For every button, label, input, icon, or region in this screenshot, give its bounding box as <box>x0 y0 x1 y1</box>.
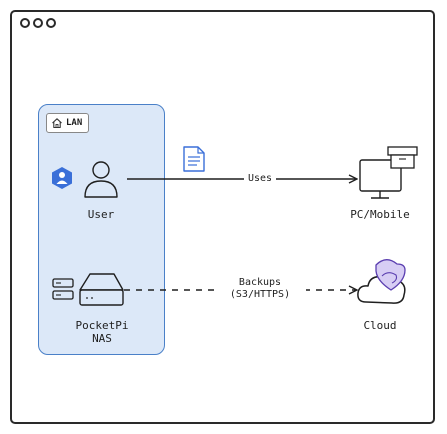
computer-monitor-icon[interactable] <box>359 146 418 199</box>
window-dots-icon <box>20 18 56 28</box>
node-client-label: PC/Mobile <box>350 208 410 221</box>
node-cloud-label: Cloud <box>363 319 397 332</box>
shield-badge-icon <box>375 259 406 291</box>
node-nas-label: PocketPi NAS <box>75 319 129 345</box>
lan-tag: LAN <box>46 113 90 133</box>
nas-drive-icon[interactable] <box>79 273 124 306</box>
document-icon <box>183 146 205 172</box>
edge-backups-label: Backups (S3/HTTPS) <box>214 277 306 301</box>
lan-group[interactable]: LAN <box>38 104 165 355</box>
person-icon[interactable] <box>84 161 118 198</box>
edge-uses-label: Uses <box>244 173 276 185</box>
node-user-label: User <box>87 208 115 221</box>
server-rack-icon <box>52 278 74 300</box>
user-badge-icon <box>52 167 72 189</box>
home-icon <box>52 118 62 129</box>
lan-label: LAN <box>66 118 83 128</box>
